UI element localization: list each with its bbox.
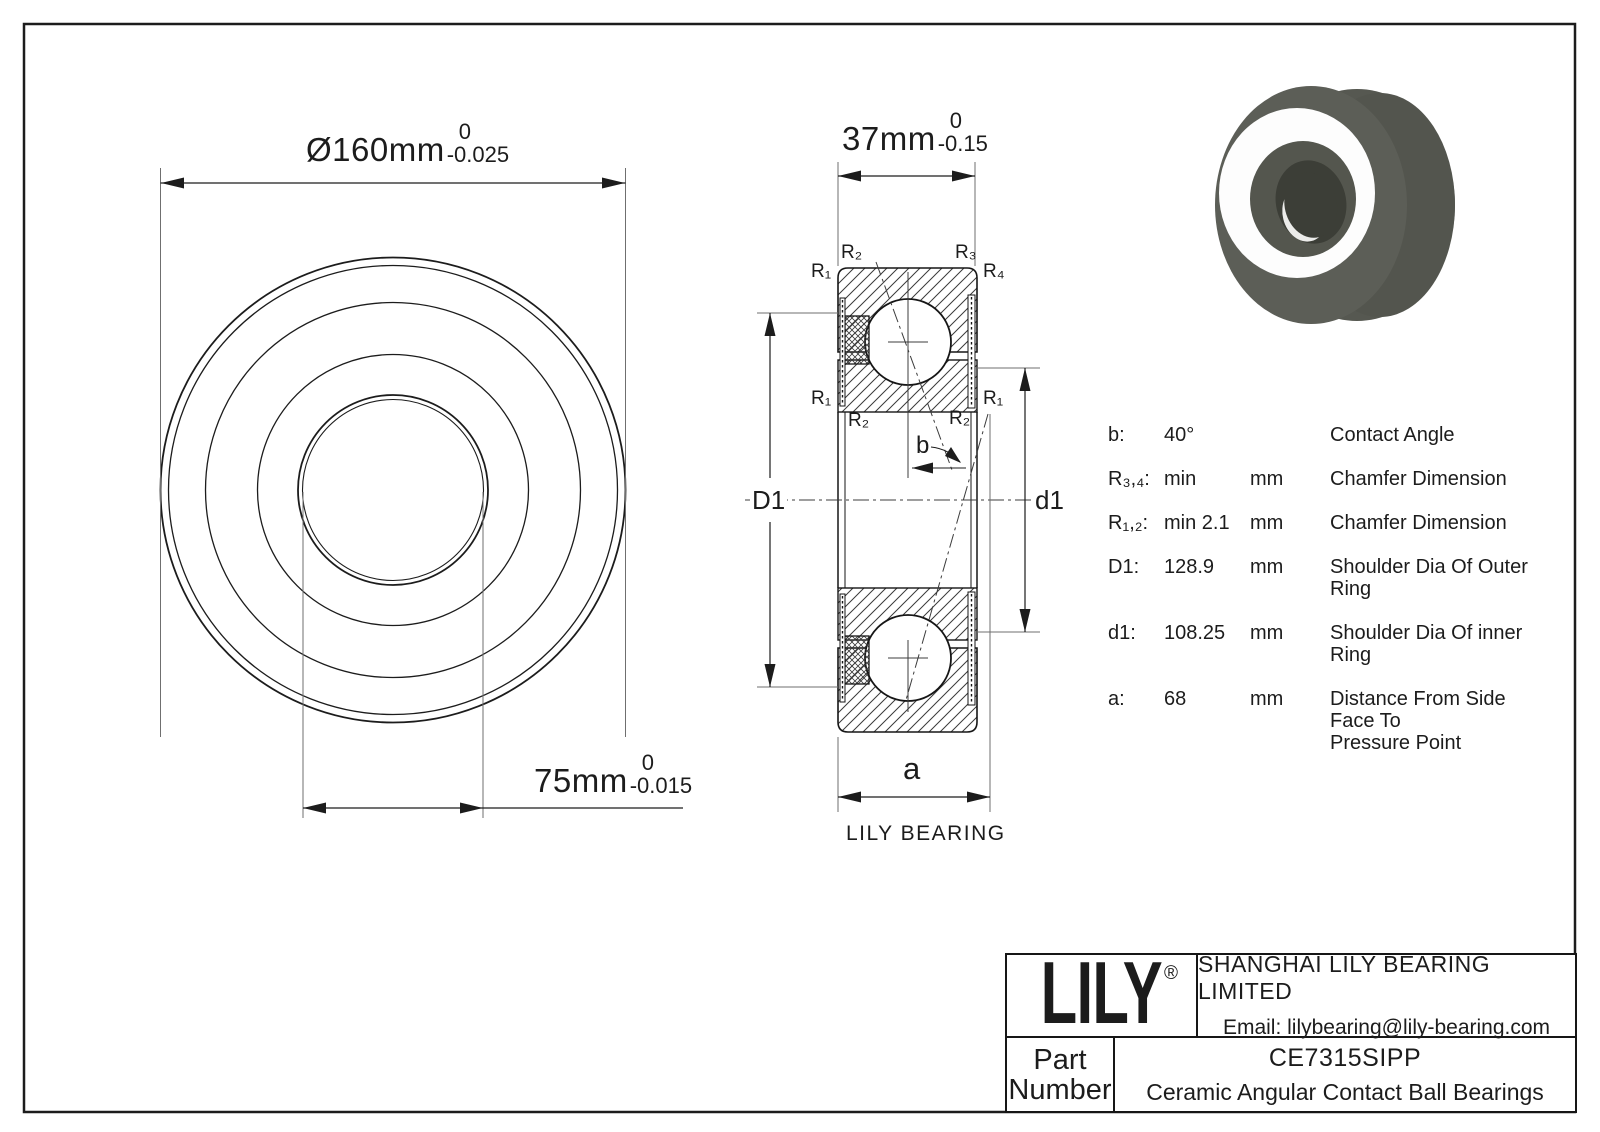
spec-desc-line2: Pressure Point bbox=[1330, 732, 1462, 754]
width-dimension bbox=[837, 162, 976, 266]
contact-line-top bbox=[875, 261, 953, 471]
seal-bottom-right bbox=[967, 591, 976, 706]
outer-shoulder-label: D1 bbox=[750, 485, 788, 515]
contact-angle-label: b bbox=[916, 432, 930, 459]
width-dimension-text: 37mm 0 -0.15 bbox=[842, 108, 988, 157]
width-tolerance-lower: -0.15 bbox=[937, 131, 988, 156]
part-number-label: Part Number bbox=[1007, 1038, 1115, 1111]
registered-trademark-icon: ® bbox=[1164, 963, 1178, 984]
spec-unit: mm bbox=[1250, 468, 1284, 490]
logo-cell: LILY ® bbox=[1007, 943, 1198, 1043]
spec-value: 108.25 bbox=[1164, 622, 1226, 644]
distance-label: a bbox=[903, 751, 921, 786]
spec-param: D1: bbox=[1108, 556, 1140, 578]
spec-desc: Contact Angle bbox=[1330, 424, 1455, 446]
centerlines bbox=[745, 261, 1040, 712]
bearing-3d-render bbox=[1215, 86, 1455, 324]
bore-value: 75mm bbox=[534, 762, 628, 799]
brand-caption: LILY BEARING bbox=[846, 822, 1006, 845]
bore-tolerance-lower: -0.015 bbox=[629, 773, 693, 798]
r-label-right-inner: R₁ bbox=[983, 388, 1004, 409]
r-label-bore-left: R₂ bbox=[848, 410, 870, 431]
part-description: Ceramic Angular Contact Ball Bearings bbox=[1146, 1078, 1544, 1105]
inner-shoulder-label: d1 bbox=[1033, 485, 1066, 515]
spec-param: R₃,₄: bbox=[1108, 468, 1150, 490]
spec-desc: Chamfer Dimension bbox=[1330, 512, 1507, 534]
spec-desc: Distance From Side Face To Pressure Poin… bbox=[1330, 688, 1554, 754]
od-tolerance-upper: 0 bbox=[458, 119, 471, 144]
company-email: Email: lilybearing@lily-bearing.com bbox=[1222, 1016, 1551, 1039]
spec-desc: Chamfer Dimension bbox=[1330, 468, 1507, 490]
od-tolerance-lower: -0.025 bbox=[446, 142, 510, 167]
od-dimension bbox=[160, 177, 626, 189]
od-dimension-text: Ø160mm 0 -0.025 bbox=[306, 119, 510, 168]
front-view bbox=[159, 256, 627, 724]
od-value: Ø160mm bbox=[306, 131, 445, 168]
width-tolerance-upper: 0 bbox=[949, 108, 962, 133]
spec-value: 40° bbox=[1164, 424, 1195, 446]
spec-value: 128.9 bbox=[1164, 556, 1215, 578]
r-label-bore-right: R₂ bbox=[949, 408, 971, 429]
r-label-left-inner: R₁ bbox=[811, 388, 832, 409]
part-number: CE7315SIPP bbox=[1268, 1043, 1422, 1072]
bore-dimension bbox=[303, 802, 683, 814]
spec-desc-line1: Distance From Side Face To bbox=[1330, 688, 1506, 732]
r-label-right-outer: R₄ bbox=[983, 261, 1005, 282]
bore-dimension-text: 75mm 0 -0.015 bbox=[534, 750, 693, 799]
bore-tolerance-upper: 0 bbox=[641, 750, 654, 775]
company-name: SHANGHAI LILY BEARING LIMITED bbox=[1198, 951, 1491, 1004]
contact-angle-annotation bbox=[912, 446, 966, 474]
spec-unit bbox=[1250, 424, 1330, 446]
spec-table: b: 40° Contact Angle R₃,₄: min mm Chamfe… bbox=[1108, 424, 1554, 776]
spec-value: min bbox=[1164, 468, 1197, 490]
spec-param: a: bbox=[1108, 688, 1125, 710]
spec-param: b: bbox=[1108, 424, 1125, 446]
spec-desc: Shoulder Dia Of Outer Ring bbox=[1330, 556, 1528, 600]
spec-param: R₁,₂: bbox=[1108, 512, 1149, 534]
r-label-left-outer: R₁ bbox=[811, 261, 832, 282]
d1-inner-dimension bbox=[977, 367, 1040, 633]
spec-unit: mm bbox=[1250, 688, 1284, 710]
lily-logo: LILY bbox=[1040, 943, 1163, 1043]
spec-unit: mm bbox=[1250, 556, 1284, 578]
front-view-extension-lines bbox=[160, 168, 626, 818]
seal-top-left bbox=[844, 315, 870, 365]
sheet-border bbox=[22, 22, 1577, 1114]
seal-bottom-left bbox=[844, 635, 870, 685]
spec-unit: mm bbox=[1250, 512, 1284, 534]
spec-desc: Shoulder Dia Of inner Ring bbox=[1330, 622, 1523, 666]
seal-top-right bbox=[967, 294, 976, 409]
spec-param: d1: bbox=[1108, 622, 1136, 644]
spec-value: 68 bbox=[1164, 688, 1187, 710]
spec-value: min 2.1 bbox=[1164, 512, 1230, 534]
title-block: LILY ® SHANGHAI LILY BEARING LIMITED Ema… bbox=[1005, 943, 1577, 1113]
r-label-top-outer-left: R₂ bbox=[841, 242, 863, 263]
spec-unit: mm bbox=[1250, 622, 1284, 644]
r-label-top-outer-right: R₃ bbox=[955, 242, 977, 263]
a-dimension bbox=[837, 414, 991, 812]
width-value: 37mm bbox=[842, 120, 936, 157]
